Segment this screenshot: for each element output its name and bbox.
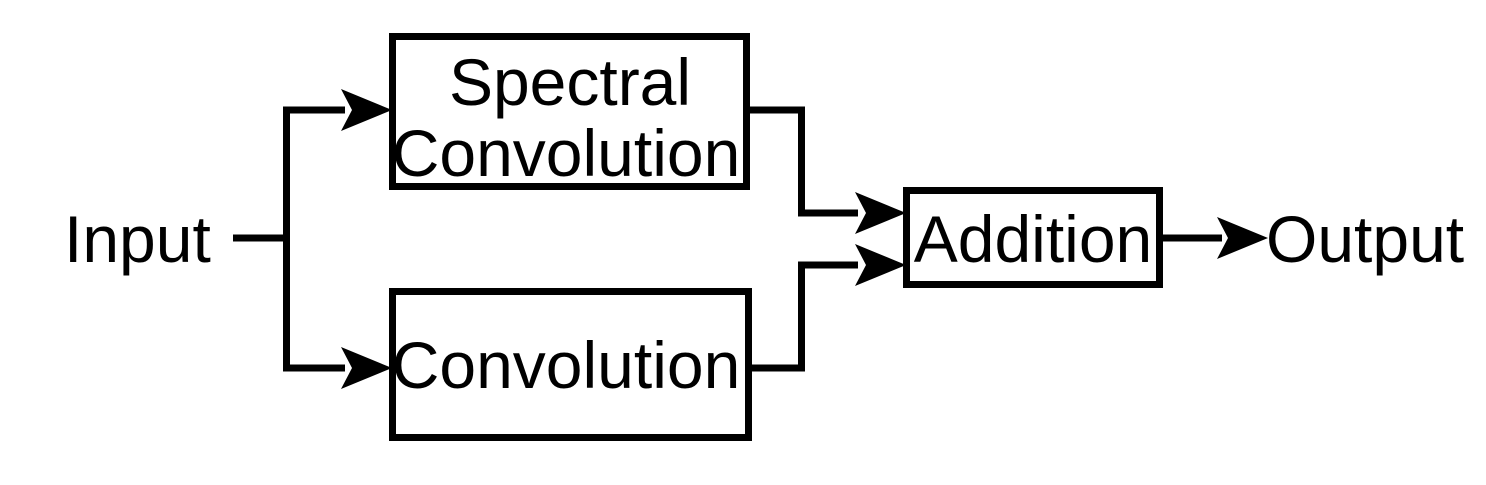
node-label-addition: Addition <box>914 202 1153 276</box>
arrowhead-into-convolution <box>341 347 392 389</box>
node-label-spectral-convolution-line1: Spectral <box>449 45 691 119</box>
arrowhead-into-spectral-convolution <box>341 89 392 131</box>
arrowhead-into-addition-bottom <box>855 244 906 286</box>
arrowhead-into-addition-top <box>855 192 906 234</box>
node-spectral-convolution[interactable] <box>389 33 750 190</box>
label-input: Input <box>64 202 211 276</box>
node-label-convolution: Convolution <box>392 328 741 402</box>
label-output: Output <box>1266 202 1464 276</box>
arrowhead-into-output <box>1217 217 1268 259</box>
edge-spectral-convolution-to-merge <box>750 106 805 213</box>
node-addition[interactable] <box>903 187 1163 288</box>
node-label-spectral-convolution-line2: Convolution <box>392 116 741 190</box>
edge-convolution-to-merge <box>752 265 805 372</box>
node-convolution[interactable] <box>389 288 752 441</box>
